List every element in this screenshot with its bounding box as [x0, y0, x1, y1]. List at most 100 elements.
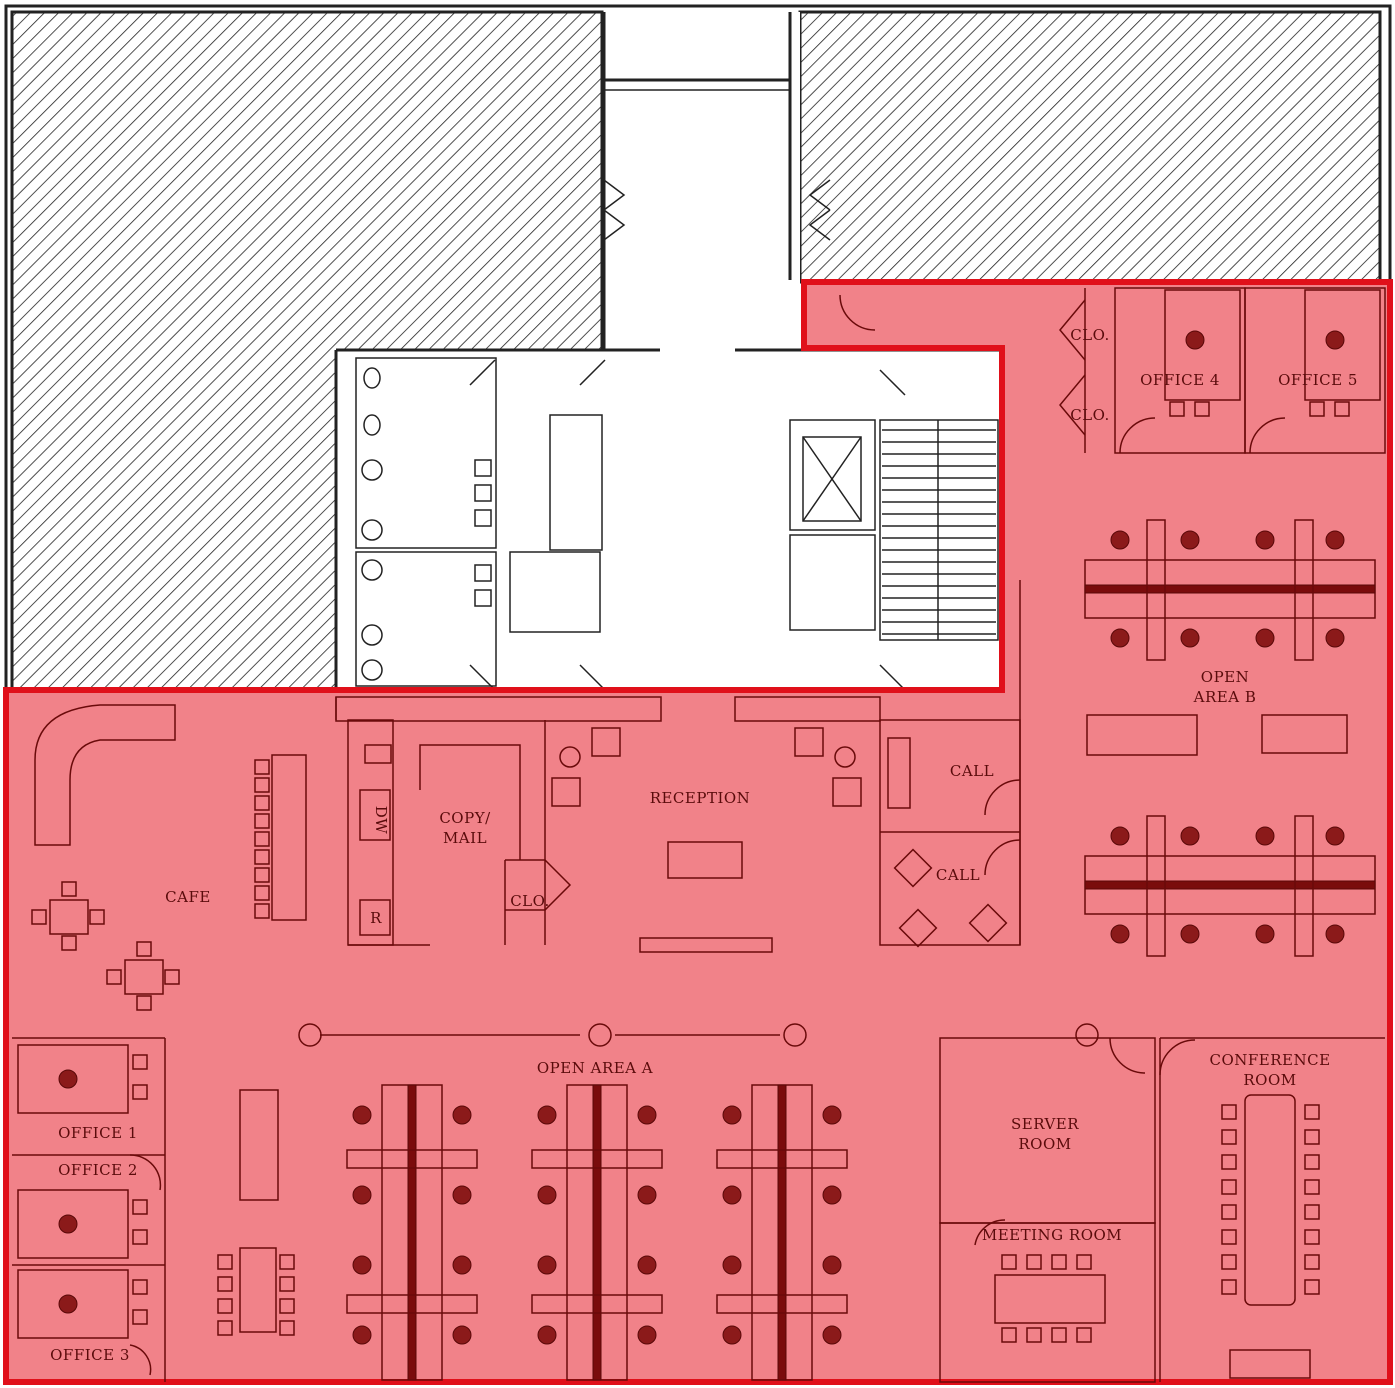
plant-icon [637, 1325, 657, 1345]
chair-icon [1304, 1154, 1320, 1170]
chair-icon [1076, 1254, 1092, 1270]
chair-icon [132, 1229, 148, 1245]
chair-icon [217, 1276, 233, 1292]
chair-icon [61, 935, 77, 951]
chair-icon [164, 969, 180, 985]
plant-icon [1255, 826, 1275, 846]
label-meeting-room: MEETING ROOM [982, 1226, 1122, 1244]
chair-icon [1221, 1179, 1237, 1195]
office-desk [1164, 289, 1241, 401]
workstation-spine [592, 1084, 602, 1381]
workstation-desk [716, 1294, 848, 1314]
workstation-spine [407, 1084, 417, 1381]
workstation-desk [531, 1149, 663, 1169]
plant-icon [1325, 330, 1345, 350]
chair-icon [254, 849, 270, 865]
lounge-sofa [34, 704, 176, 846]
open-area-table [1261, 714, 1348, 754]
office-desk [17, 1044, 129, 1114]
storage-cabinet [239, 1089, 279, 1201]
lounge-chair-icon [893, 848, 933, 888]
chair-icon [1304, 1104, 1320, 1120]
toilet-fixtures [361, 367, 492, 681]
plant-icon [352, 1255, 372, 1275]
lounge-chair-icon [968, 903, 1008, 943]
plant-icon [822, 1105, 842, 1125]
meeting-table [994, 1274, 1106, 1324]
chair-icon [279, 1276, 295, 1292]
chair-icon [279, 1254, 295, 1270]
chair-icon [61, 881, 77, 897]
chair-icon [254, 903, 270, 919]
chair-icon [1169, 401, 1185, 417]
credenza [1229, 1349, 1311, 1379]
chair-icon [1221, 1204, 1237, 1220]
chair-icon [1334, 401, 1350, 417]
office-desk [1304, 289, 1381, 401]
plant-icon [452, 1185, 472, 1205]
chair-icon [136, 995, 152, 1011]
label-open-area-a: OPEN AREA A [537, 1059, 653, 1077]
plant-icon [1110, 924, 1130, 944]
label-copy-mail-line2: MAIL [443, 829, 487, 847]
lounge-chair-icon [551, 777, 581, 807]
room-labels: OFFICE 4 OFFICE 5 CLO. CLO. OPEN AREA B … [50, 326, 1358, 1364]
chair-icon [106, 969, 122, 985]
plant-icon [1180, 530, 1200, 550]
plant-icon [452, 1325, 472, 1345]
plant-icon [537, 1255, 557, 1275]
lounge-chair-icon [832, 777, 862, 807]
plant-icon [1255, 530, 1275, 550]
plant-icon [637, 1255, 657, 1275]
plant-icon [1325, 628, 1345, 648]
plant-icon [452, 1255, 472, 1275]
chair-icon [1221, 1229, 1237, 1245]
side-table-icon [559, 746, 581, 768]
plant-icon [537, 1185, 557, 1205]
chair-icon [132, 1309, 148, 1325]
cafe-counter [271, 754, 307, 921]
chair-icon [279, 1298, 295, 1314]
plant-icon [58, 1214, 78, 1234]
plant-icon [58, 1069, 78, 1089]
plant-icon [722, 1255, 742, 1275]
label-open-area-b-line1: OPEN [1201, 668, 1249, 686]
chair-icon [217, 1254, 233, 1270]
chair-icon [132, 1084, 148, 1100]
chair-icon [1221, 1104, 1237, 1120]
conference-table [1244, 1094, 1296, 1306]
label-closet-upper-1: CLO. [1070, 326, 1110, 344]
label-reception: RECEPTION [650, 789, 751, 807]
chair-icon [31, 909, 47, 925]
plant-icon [722, 1185, 742, 1205]
chair-icon [1194, 401, 1210, 417]
label-closet-upper-2: CLO. [1070, 406, 1110, 424]
plant-icon [537, 1105, 557, 1125]
chair-icon [136, 941, 152, 957]
chair-icon [1051, 1254, 1067, 1270]
cafe-table [49, 899, 89, 935]
plant-icon [637, 1105, 657, 1125]
lounge-chair-icon [591, 727, 621, 757]
plant-icon [637, 1185, 657, 1205]
label-office-5: OFFICE 5 [1278, 371, 1358, 389]
plant-icon [1110, 530, 1130, 550]
furniture-layer [17, 289, 1381, 1381]
chair-icon [1221, 1279, 1237, 1295]
label-office-1: OFFICE 1 [58, 1124, 138, 1142]
office-desk [17, 1269, 129, 1339]
label-copy-mail-line1: COPY/ [439, 809, 491, 827]
label-office-3: OFFICE 3 [50, 1346, 130, 1364]
label-refrigerator: R [370, 909, 382, 927]
plant-icon [1180, 628, 1200, 648]
reception-bench [639, 937, 773, 953]
lounge-chair-icon [794, 727, 824, 757]
plant-icon [1255, 924, 1275, 944]
label-office-2: OFFICE 2 [58, 1161, 138, 1179]
leased-area-highlight [3, 279, 1393, 1385]
workstation-desk [1294, 519, 1314, 661]
plant-icon [822, 1325, 842, 1345]
chair-icon [1304, 1179, 1320, 1195]
chair-icon [254, 795, 270, 811]
chair-icon [1001, 1254, 1017, 1270]
